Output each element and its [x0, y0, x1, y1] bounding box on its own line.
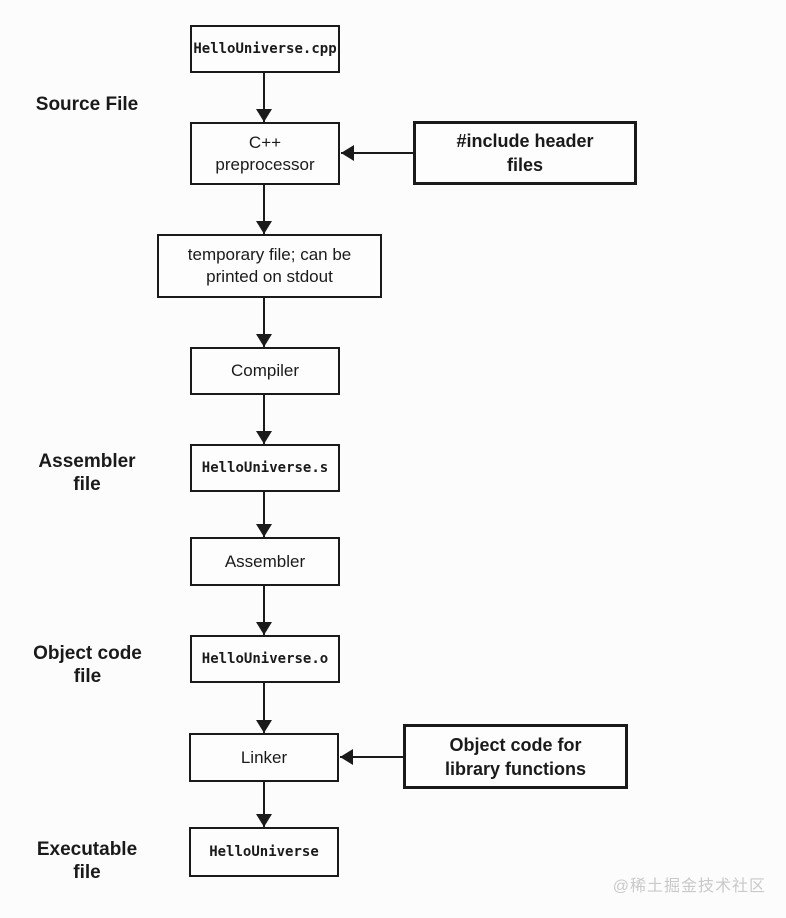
arrow-headers-to-preprocessor	[341, 145, 413, 161]
arrow-tempfile-to-compiler	[256, 298, 272, 347]
node-linker: Linker	[189, 733, 339, 782]
label-source-file: Source File	[35, 94, 139, 115]
callout-object-library: Object code for library functions	[403, 724, 628, 789]
arrow-objfile-to-linker	[256, 683, 272, 733]
node-assembler-file-s: HelloUniverse.s	[190, 444, 340, 492]
node-assembler: Assembler	[190, 537, 340, 586]
arrow-compiler-to-asmfile	[256, 395, 272, 444]
node-cpp-preprocessor: C++ preprocessor	[190, 122, 340, 185]
label-executable-file: Executable file	[36, 839, 138, 883]
node-source-file-cpp: HelloUniverse.cpp	[190, 25, 340, 73]
node-object-file-o: HelloUniverse.o	[190, 635, 340, 683]
node-executable-file: HelloUniverse	[189, 827, 339, 877]
arrow-objectlib-to-linker	[340, 749, 403, 765]
arrow-cpp-to-preprocessor	[256, 73, 272, 122]
label-object-code-file: Object code file	[33, 643, 142, 687]
callout-include-headers: #include header files	[413, 121, 637, 185]
node-compiler: Compiler	[190, 347, 340, 395]
node-temporary-file: temporary file; can be printed on stdout	[157, 234, 382, 298]
watermark: @稀土掘金技术社区	[612, 878, 766, 895]
arrow-assembler-to-objfile	[256, 586, 272, 635]
label-assembler-file: Assembler file	[38, 451, 136, 495]
arrow-linker-to-executable	[256, 782, 272, 827]
arrow-preprocessor-to-tempfile	[256, 185, 272, 234]
arrow-asmfile-to-assembler	[256, 492, 272, 537]
